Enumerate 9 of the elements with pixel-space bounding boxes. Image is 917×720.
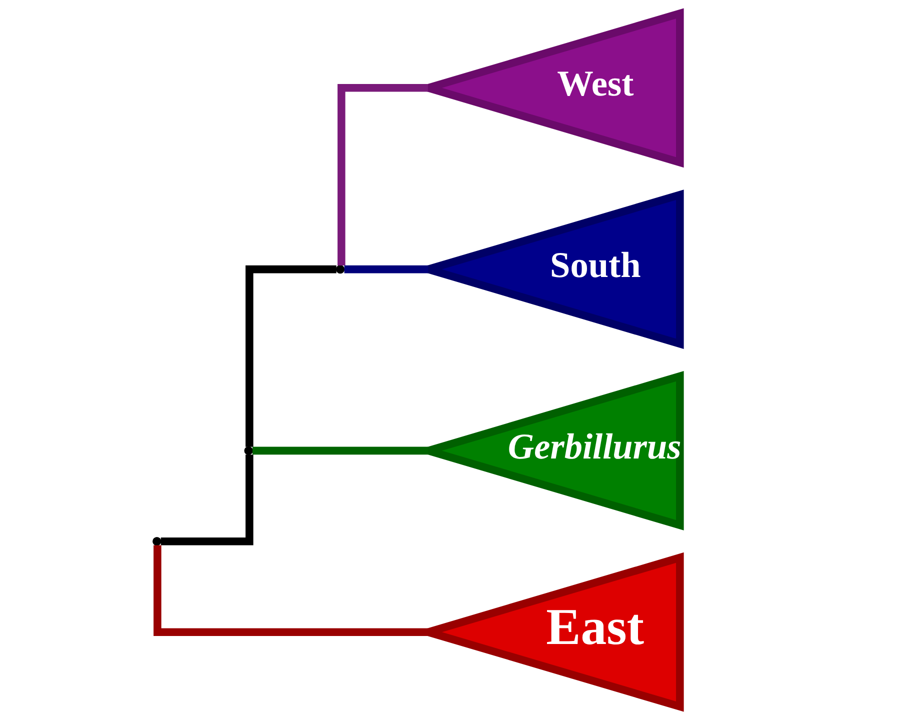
node-point: [152, 537, 162, 546]
connector: [344, 265, 428, 274]
connector: [246, 265, 336, 447]
connector: [160, 454, 254, 546]
node-point: [244, 446, 253, 456]
connector: [338, 84, 428, 266]
node-point: [336, 264, 345, 274]
connector: [252, 446, 428, 455]
connector: [154, 545, 428, 636]
